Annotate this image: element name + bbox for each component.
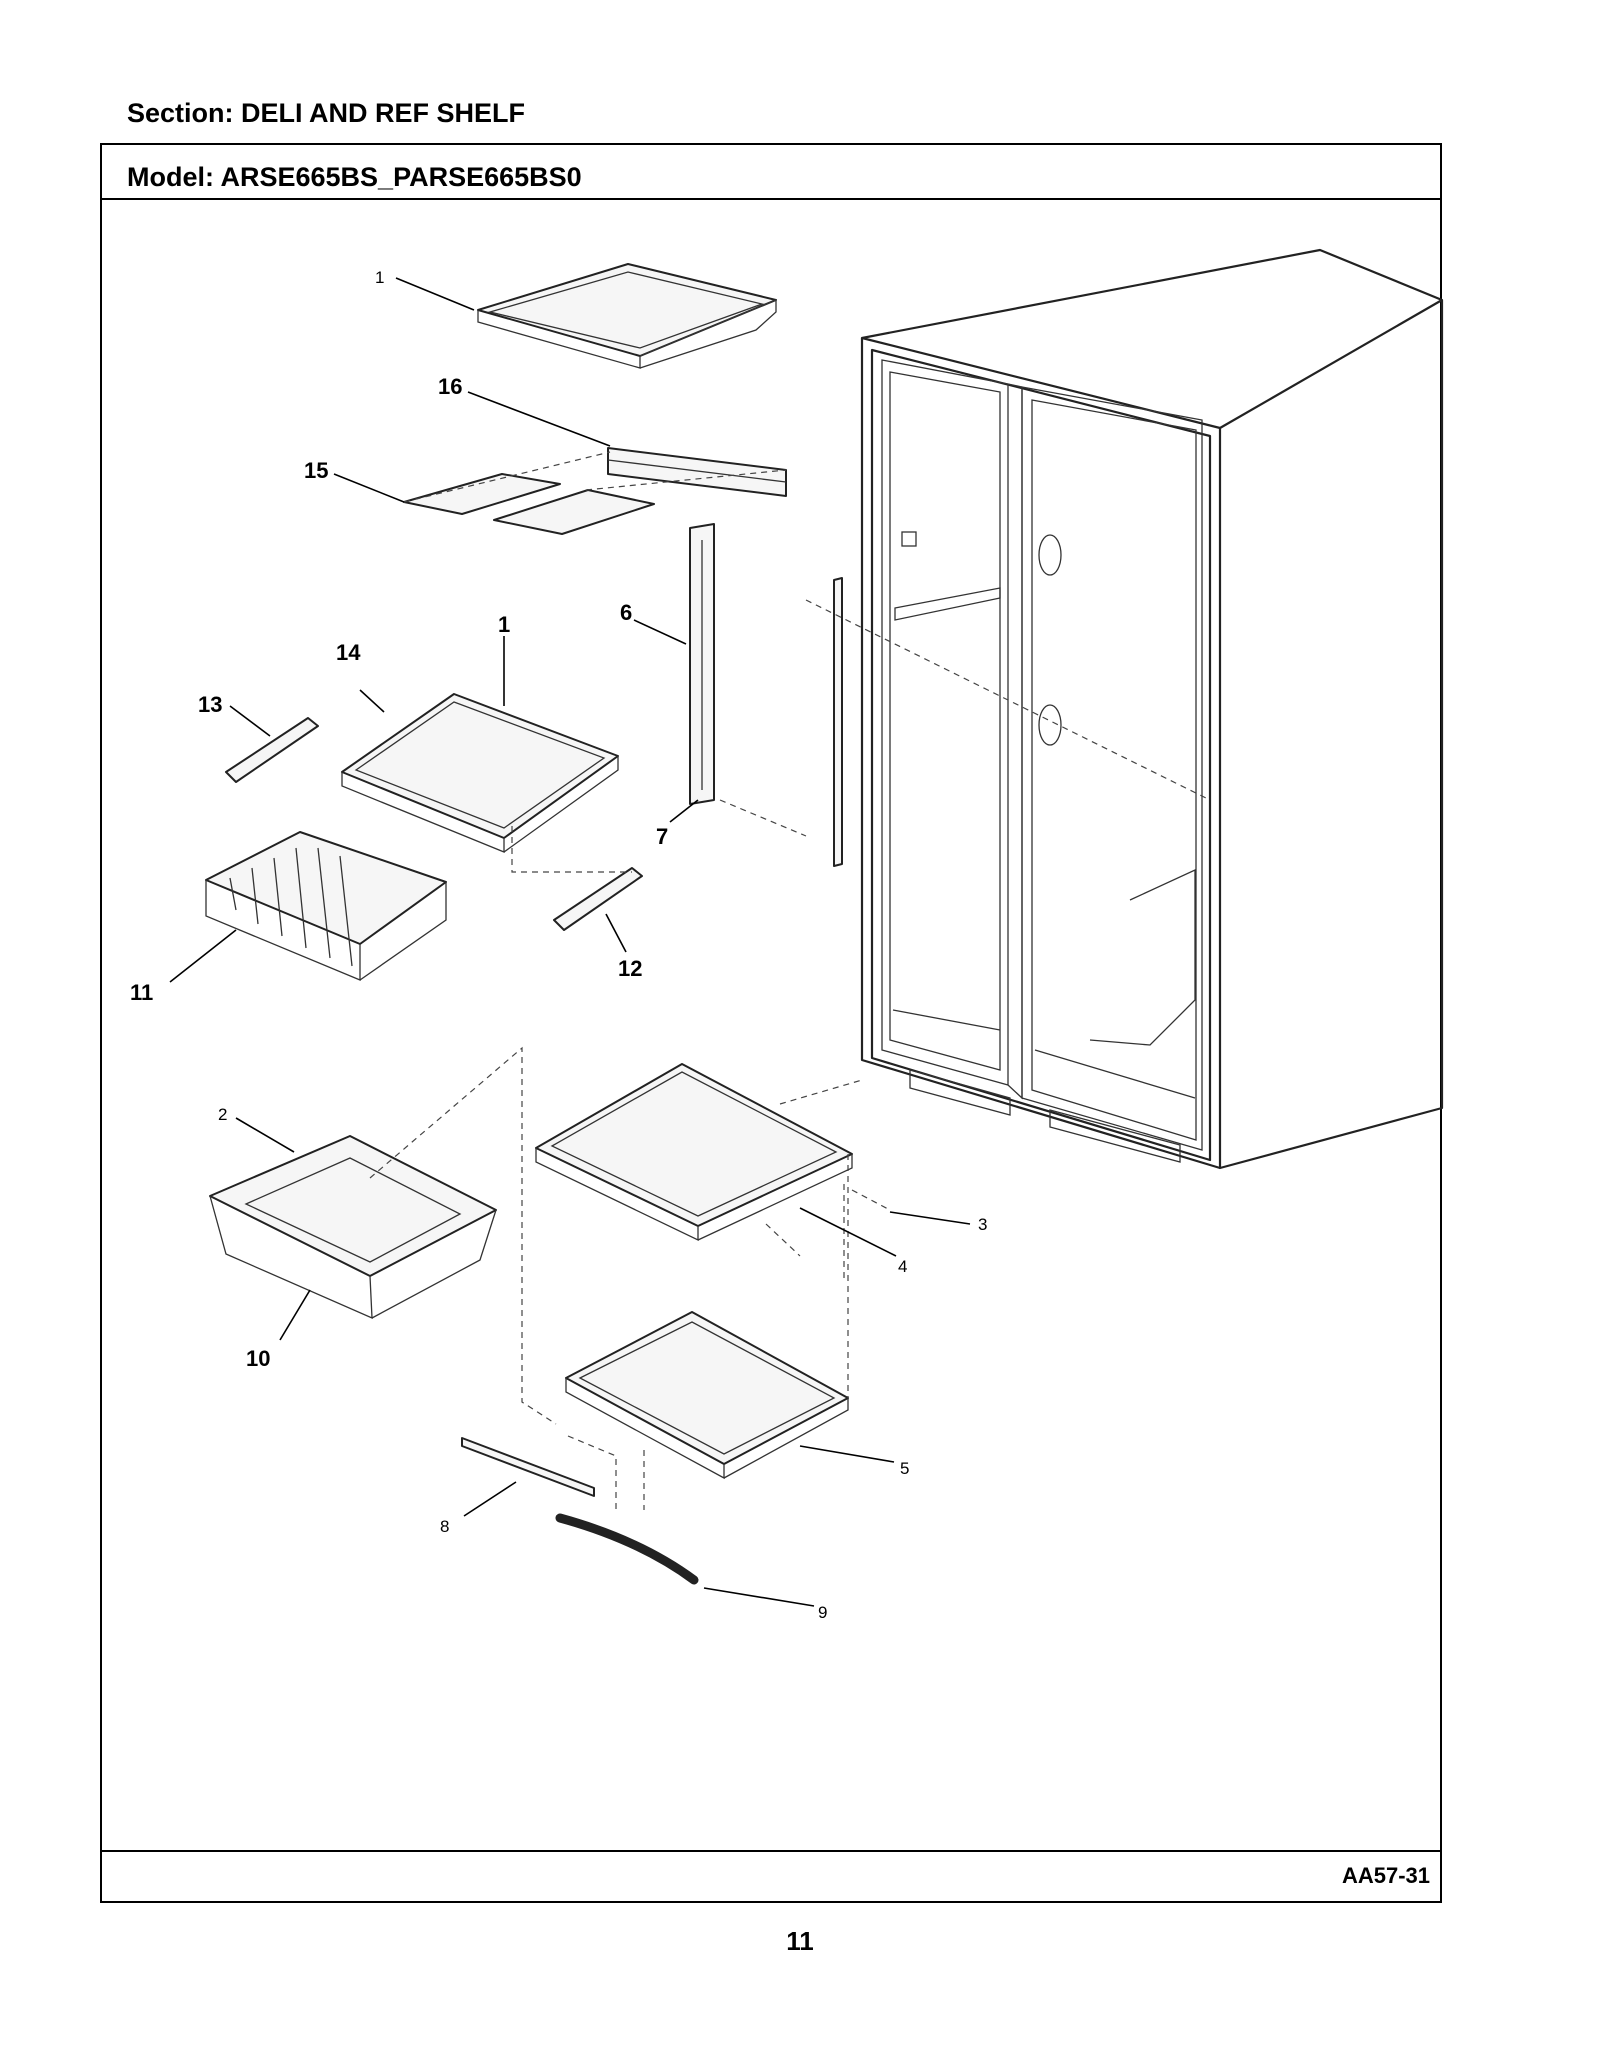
part-1-shelf-middle (341, 693, 619, 853)
callout-4: 4 (898, 1257, 907, 1276)
callout-5: 5 (900, 1459, 909, 1478)
part-5-shelf-frame (565, 1154, 849, 1480)
refrigerator-cabinet (860, 248, 1444, 1170)
part-9-strip (555, 1513, 699, 1585)
model-title: Model: ARSE665BS_PARSE665BS0 (127, 162, 582, 192)
part-16-rail (607, 447, 787, 497)
part-12-bracket (511, 826, 643, 931)
part-13-bracket (225, 717, 319, 783)
callout-2: 2 (218, 1105, 227, 1124)
callout-11: 11 (130, 980, 153, 1005)
callout-14: 14 (336, 640, 361, 665)
part-1-shelf-top (477, 263, 777, 369)
callout-6: 6 (620, 600, 632, 625)
part-15-shelves (403, 451, 787, 535)
header-divider (100, 198, 1442, 200)
part-6-vertical-rail (689, 523, 715, 805)
callout-8: 8 (440, 1517, 449, 1536)
diagram-code: AA57-31 (1341, 1863, 1430, 1888)
part-8 (461, 1435, 645, 1510)
callout-12: 12 (618, 956, 642, 981)
callout-7: 7 (656, 824, 668, 849)
callout-9: 9 (818, 1603, 827, 1622)
callout-labels: 1 16 15 1 14 13 6 7 12 11 2 10 3 4 5 8 9 (130, 268, 987, 1622)
part-7-bar (719, 577, 1211, 867)
leader-arrows (169, 277, 971, 1607)
callout-13: 13 (198, 692, 222, 717)
part-4-shelf (369, 1046, 891, 1425)
part-11-wire-basket (205, 831, 447, 981)
callout-1-mid: 1 (498, 612, 510, 637)
callout-10: 10 (246, 1346, 270, 1371)
footer-divider (100, 1850, 1442, 1852)
callout-16: 16 (438, 374, 462, 399)
section-title: Section: DELI AND REF SHELF (127, 98, 526, 128)
page-number: 11 (786, 1926, 814, 1956)
callout-15: 15 (304, 458, 328, 483)
part-2-crisper-drawer (209, 1135, 497, 1320)
callout-3: 3 (978, 1215, 987, 1234)
callout-1-top: 1 (375, 268, 384, 287)
